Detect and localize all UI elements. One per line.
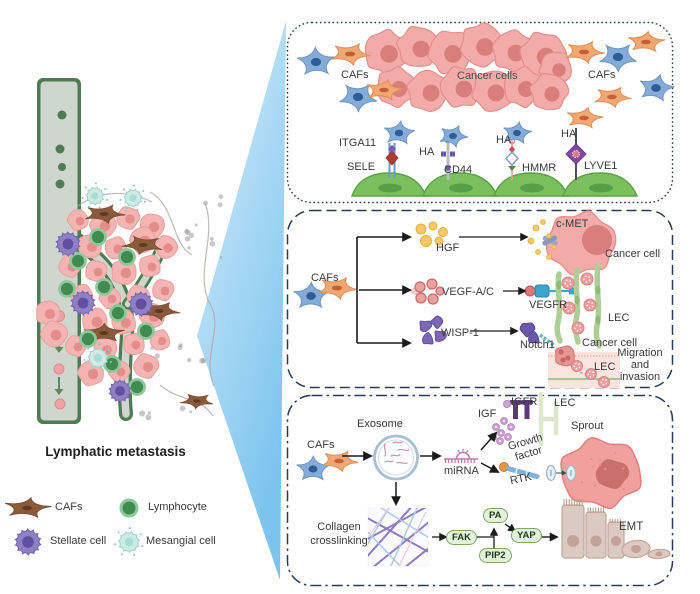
label-cafs-left: CAFs — [341, 69, 369, 81]
legend-icons — [4, 496, 144, 557]
label-cancer-cell-bottom: Cancer cell — [582, 337, 638, 349]
label-vegf: VEGF-A/C — [442, 286, 494, 298]
label-cafs-right: CAFs — [588, 69, 616, 81]
label-cancer-cells: Cancer cells — [457, 70, 518, 82]
label-notch1: Notch1 — [520, 339, 555, 351]
label-lec-top: LEC — [608, 312, 630, 324]
label-mirna: miRNA — [444, 465, 479, 477]
node-pa: PA — [483, 508, 508, 523]
label-cmet: c-MET — [556, 218, 589, 230]
label-sprout: Sprout — [571, 420, 604, 432]
label-migration-invasion: Migration and invasion — [617, 347, 663, 384]
panel-exosome-art — [296, 391, 671, 567]
label-hmmr: HMMR — [522, 162, 557, 174]
panel-adhesion-art — [296, 22, 675, 197]
panel-secretion-art — [293, 210, 620, 388]
label-sele: SELE — [347, 161, 376, 173]
label-cafs-mid: CAFs — [311, 272, 339, 284]
legend-label-lymphocyte: Lymphocyte — [148, 501, 207, 513]
figure-title: Lymphatic metastasis — [45, 444, 186, 459]
label-ha-lyve1: HA — [561, 128, 577, 140]
tumour-cell-cluster — [36, 182, 214, 410]
label-igf: IGF — [478, 408, 497, 420]
legend-label-cafs: CAFs — [55, 501, 83, 513]
node-yap: YAP — [511, 528, 542, 543]
node-fak: FAK — [446, 530, 477, 545]
label-lec-sprout: LEC — [554, 397, 576, 409]
label-emt: EMT — [619, 521, 644, 533]
label-cancer-cell-top: Cancer cell — [605, 248, 661, 260]
zoom-wedge — [197, 21, 286, 580]
label-exosome: Exosome — [357, 418, 403, 430]
label-lyve1: LYVE1 — [584, 160, 618, 172]
legend-label-stellate: Stellate cell — [50, 535, 107, 547]
label-collagen-crosslinking: Collagen crosslinking — [310, 521, 368, 547]
label-cd44: CD44 — [444, 164, 473, 176]
legend-label-mesangial: Mesangial cell — [146, 535, 216, 547]
label-ha-hmmr: HA — [496, 134, 512, 146]
label-wisp1: WISP-1 — [441, 327, 479, 339]
label-igfr: IGFR — [511, 396, 538, 408]
label-hgf: HGF — [436, 242, 460, 254]
label-vegfr: VEGFR — [529, 299, 567, 311]
label-lec-bottom: LEC — [594, 361, 616, 373]
secreted-particles — [139, 194, 224, 421]
label-ha-cd44: HA — [419, 146, 435, 158]
label-cafs-bottom: CAFs — [307, 439, 335, 451]
node-pip2: PIP2 — [479, 548, 512, 563]
label-itga11: ITGA11 — [339, 137, 377, 149]
